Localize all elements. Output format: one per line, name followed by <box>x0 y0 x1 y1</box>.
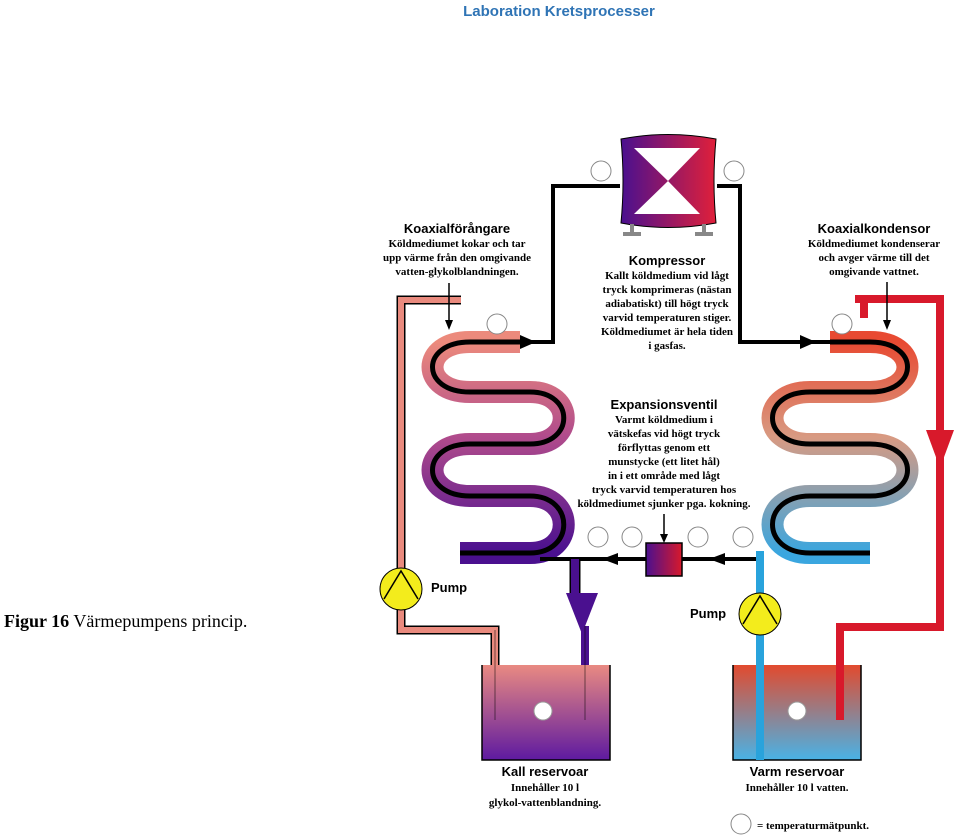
forangare-title: Koaxialförångare <box>404 221 510 236</box>
evaporator-coil <box>421 331 575 564</box>
measure-point-valve-2 <box>621 526 643 548</box>
figure-caption: Figur 16 Värmepumpens princip. <box>4 611 247 632</box>
kall-reservoar-title: Kall reservoar <box>502 764 589 779</box>
caption-text: Värmepumpens princip. <box>73 611 248 631</box>
svg-text:Köldmediumet är hela tiden: Köldmediumet är hela tiden <box>601 326 733 338</box>
forangare-label: Koaxialförångare Köldmediumet kokar och … <box>383 221 531 278</box>
measure-point-valve-1 <box>587 526 609 548</box>
measure-point-evaporator-out <box>486 313 508 335</box>
kall-reservoar-label: Kall reservoar Innehåller 10 l glykol-va… <box>489 764 601 809</box>
measure-points <box>486 160 853 835</box>
kompressor-label: Kompressor Kallt köldmedium vid lågt try… <box>601 253 733 352</box>
measure-point-compressor-in <box>590 160 612 182</box>
legend-circle <box>730 813 752 835</box>
kondensor-label: Koaxialkondensor Köldmediumet kondensera… <box>808 221 940 278</box>
pump-left <box>379 567 423 611</box>
svg-text:munstycke (ett litet hål): munstycke (ett litet hål) <box>608 456 720 468</box>
svg-text:upp värme från den omgivande: upp värme från den omgivande <box>383 252 531 264</box>
expansionsventil-title: Expansionsventil <box>611 397 718 412</box>
svg-text:tryck varvid temperaturen hos: tryck varvid temperaturen hos <box>592 484 737 496</box>
svg-text:varvid temperaturen stiger.: varvid temperaturen stiger. <box>603 312 732 324</box>
svg-text:vatten-glykolblandningen.: vatten-glykolblandningen. <box>395 266 518 278</box>
svg-text:i gasfas.: i gasfas. <box>648 340 686 352</box>
svg-text:in i ett område med lågt: in i ett område med lågt <box>608 470 720 482</box>
measure-point-valve-4 <box>732 526 754 548</box>
measure-point-condenser-in <box>831 313 853 335</box>
varm-reservoar-label: Varm reservoar Innehåller 10 l vatten. <box>745 764 848 794</box>
svg-text:Kallt köldmedium vid lågt: Kallt köldmedium vid lågt <box>605 270 729 282</box>
svg-text:förflyttas genom ett: förflyttas genom ett <box>618 442 711 454</box>
hot-reservoir <box>732 551 862 761</box>
cold-reservoir <box>481 626 611 761</box>
down-arrow-hot <box>926 430 954 468</box>
expansionsventil-label: Expansionsventil Varmt köldmedium i väts… <box>577 397 750 510</box>
svg-text:Köldmediumet kondenserar: Köldmediumet kondenserar <box>808 238 940 250</box>
svg-text:Innehåller 10 l: Innehåller 10 l <box>511 782 579 794</box>
compressor <box>620 134 717 236</box>
svg-text:tryck komprimeras (nästan: tryck komprimeras (nästan <box>603 284 732 296</box>
svg-text:och avger värme till det: och avger värme till det <box>819 252 930 264</box>
pump-right <box>738 592 782 636</box>
svg-text:glykol-vattenblandning.: glykol-vattenblandning. <box>489 797 601 809</box>
label-pointers <box>445 282 891 330</box>
expansion-valve <box>645 514 683 577</box>
flow-arrows <box>520 335 816 565</box>
purple-down-arrow <box>566 593 598 634</box>
measure-point-hot-reservoir <box>787 701 807 721</box>
condenser-coil <box>761 331 919 564</box>
svg-text:Innehåller 10 l vatten.: Innehåller 10 l vatten. <box>745 782 848 794</box>
kondensor-title: Koaxialkondensor <box>818 221 931 236</box>
measure-point-compressor-out <box>723 160 745 182</box>
measure-point-valve-3 <box>687 526 709 548</box>
pump-right-label: Pump <box>690 606 726 621</box>
measure-point-cold-reservoir <box>533 701 553 721</box>
kompressor-title: Kompressor <box>629 253 706 268</box>
svg-text:adiabatiskt) till högt tryck: adiabatiskt) till högt tryck <box>605 298 729 310</box>
svg-text:omgivande vattnet.: omgivande vattnet. <box>829 266 919 278</box>
svg-text:köldmediumet sjunker pga. kokn: köldmediumet sjunker pga. kokning. <box>577 498 750 510</box>
legend-text: = temperaturmätpunkt. <box>757 820 869 832</box>
svg-text:Varmt köldmedium i: Varmt köldmedium i <box>615 414 713 426</box>
page-header: Laboration Kretsprocesser <box>463 3 655 20</box>
caption-label: Figur 16 <box>4 611 70 631</box>
varm-reservoar-title: Varm reservoar <box>750 764 845 779</box>
svg-text:vätskefas vid högt tryck: vätskefas vid högt tryck <box>608 428 721 440</box>
svg-text:Köldmediumet kokar och tar: Köldmediumet kokar och tar <box>389 238 526 250</box>
pump-left-label: Pump <box>431 580 467 595</box>
